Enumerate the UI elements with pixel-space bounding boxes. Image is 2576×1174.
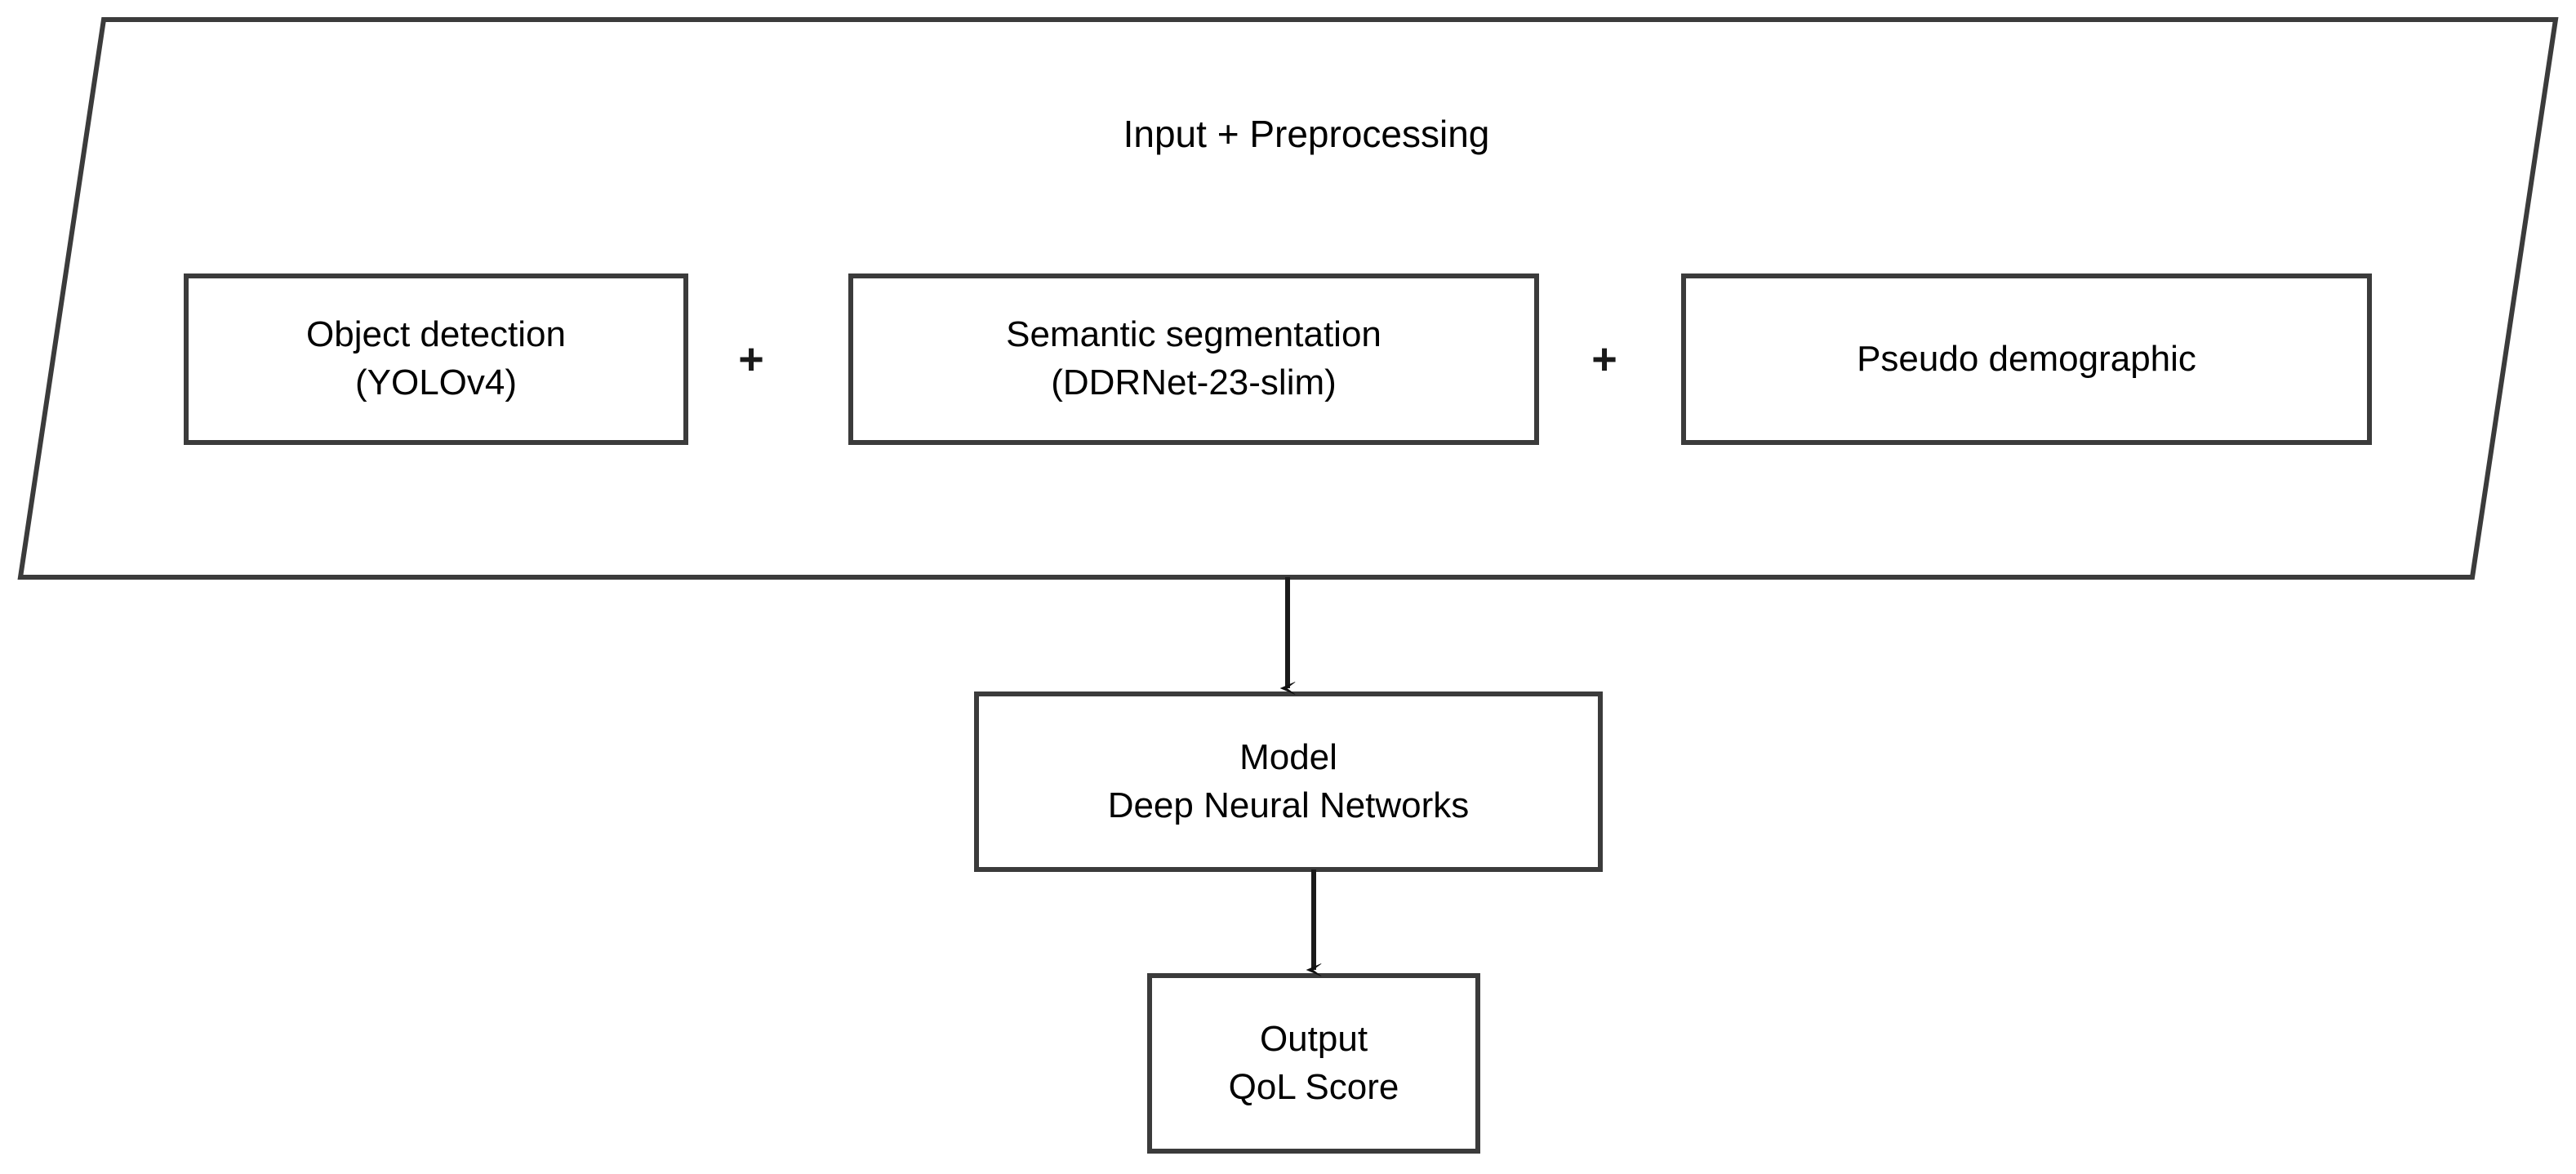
plus-operator-2-text: + xyxy=(1591,335,1617,384)
box-semantic-segmentation[interactable] xyxy=(848,273,1539,445)
plus-operator-2: + xyxy=(1568,331,1641,388)
box-model[interactable] xyxy=(974,692,1603,872)
box-object-detection[interactable] xyxy=(184,273,688,445)
box-output[interactable] xyxy=(1147,973,1480,1154)
plus-operator-1: + xyxy=(714,331,788,388)
box-pseudo-demographic[interactable] xyxy=(1681,273,2372,445)
plus-operator-1-text: + xyxy=(738,335,764,384)
